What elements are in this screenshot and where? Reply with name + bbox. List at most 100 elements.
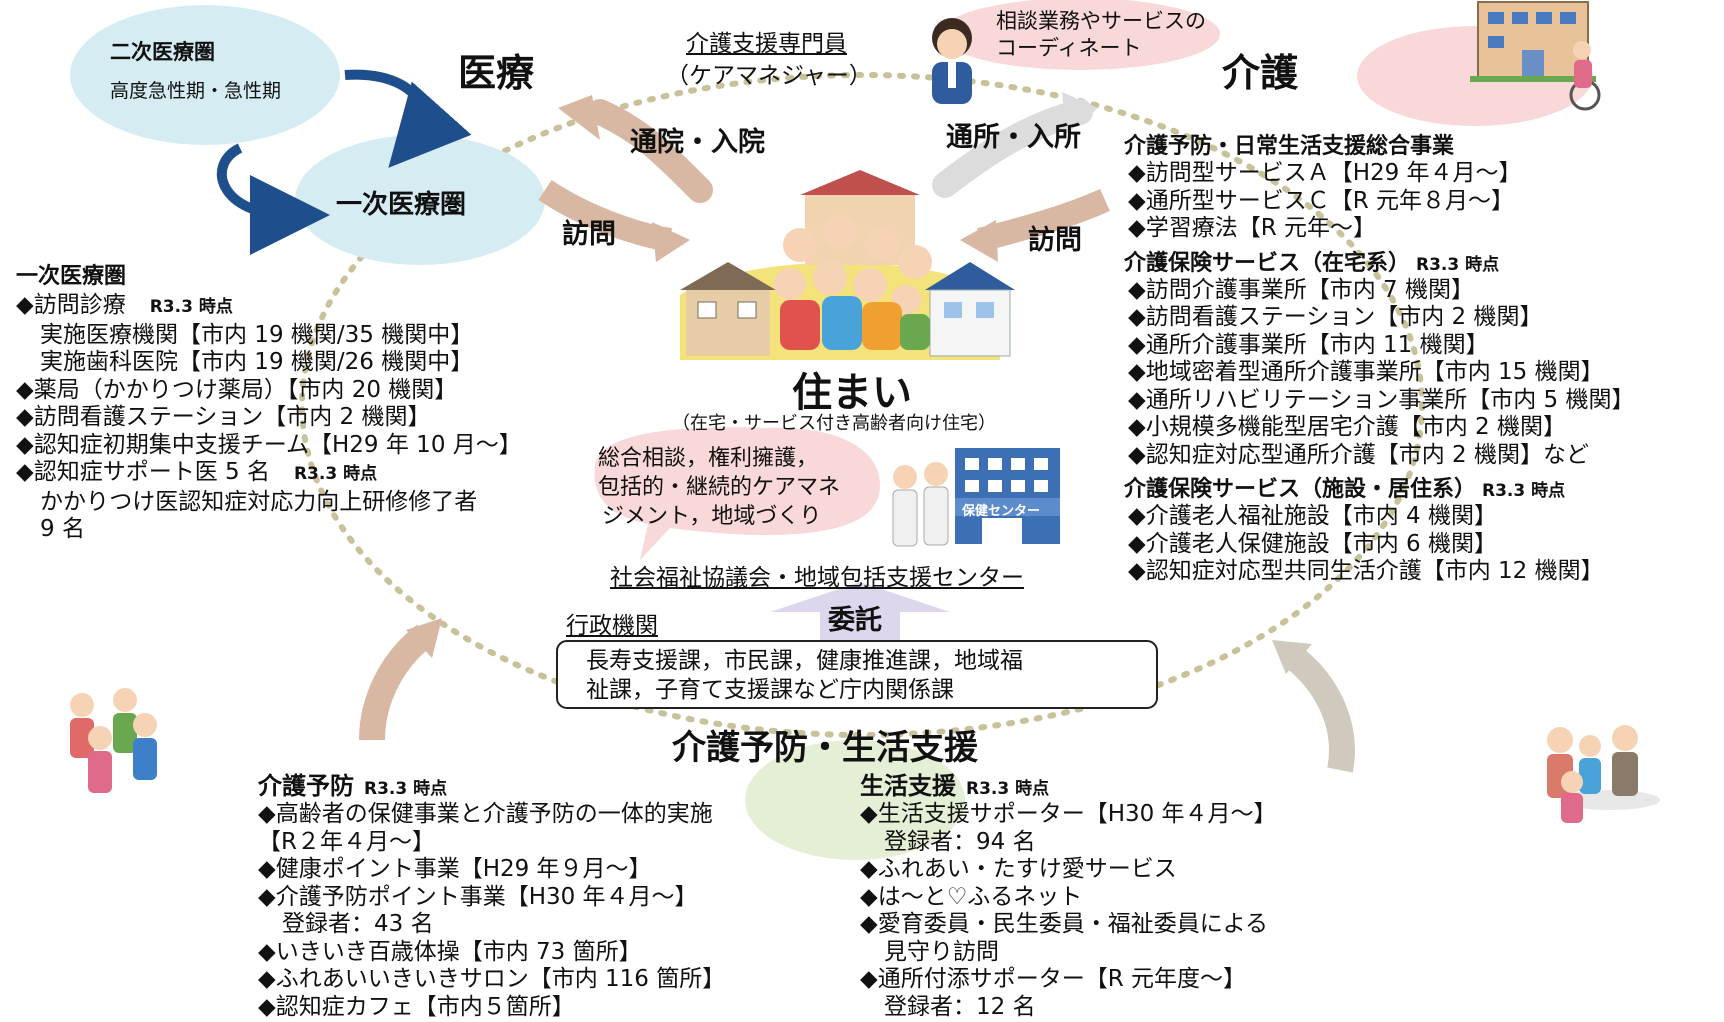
list-item: ◆訪問介護事業所【市内 7 機関】	[1128, 276, 1474, 303]
general-project-heading: 介護予防・日常生活支援総合事業	[1124, 134, 1455, 159]
health-center-building	[955, 448, 1060, 544]
secondary-zone-sub: 高度急性期・急性期	[110, 80, 282, 102]
as-of-tag: R3.3 時点	[1416, 254, 1500, 275]
list-item: ◆通所付添サポーター【R 元年度～】	[860, 966, 1246, 992]
support-title: 介護予防・生活支援	[672, 728, 978, 768]
list-item: ◆訪問看護ステーション【市内 2 機関】	[1128, 304, 1543, 330]
walking-seniors-illustration	[70, 688, 157, 793]
cycle-arrow-lower	[217, 143, 330, 255]
center-title: 住まい	[792, 370, 912, 416]
list-item: ◆は～と♡ふるネット	[860, 883, 1083, 910]
admin-box-text: 長寿支援課，市民課，健康推進課，地域福 祉課，子育て支援課など庁内関係課	[586, 648, 1023, 703]
list-item: ◆健康ポイント事業【H29 年９月～】	[258, 856, 652, 882]
home-services-list: ◆訪問介護事業所【市内 7 機関】 ◆訪問看護ステーション【市内 2 機関】 ◆…	[1128, 277, 1634, 470]
list-item: ◆認知症カフェ【市内５箇所】	[258, 993, 575, 1020]
admin-label: 行政機関	[566, 613, 658, 639]
list-item: 実施医療機関【市内 19 機関/35 機関中】	[40, 321, 474, 348]
arrow-day-service-shape	[932, 99, 1093, 198]
life-support-list: ◆生活支援サポーター【H30 年４月～】 登録者：94 名 ◆ふれあい・たすけ愛…	[860, 801, 1277, 1021]
health-center-staff	[892, 462, 949, 547]
primary-zone-title: 一次医療圏	[336, 190, 467, 220]
secondary-zone-ellipse	[70, 5, 340, 145]
entrust-label: 委託	[828, 605, 882, 636]
list-item: 9 名	[40, 516, 85, 542]
center-subtitle: （在宅・サービス付き高齢者向け住宅）	[672, 413, 996, 434]
list-item: 登録者：94 名	[884, 828, 1036, 855]
list-item: 見守り訪問	[884, 938, 999, 965]
list-item: ◆介護老人福祉施設【市内 4 機関】	[1128, 503, 1497, 529]
list-item: ◆愛育委員・民生委員・福祉委員による	[860, 911, 1268, 937]
arrow-hospital-shape	[587, 99, 713, 203]
general-project-list: ◆訪問型サービスＡ【H29 年４月～】 ◆通所型サービスＣ【R 元年８月～】 ◆…	[1128, 160, 1634, 243]
care-title: 介護	[1222, 51, 1299, 95]
medical-title: 医療	[458, 51, 535, 95]
list-item: ◆ふれあいいきいきサロン【市内 116 箇所】	[258, 966, 726, 992]
list-item: 実施歯科医院【市内 19 機関/26 機関中】	[40, 349, 474, 375]
list-item: ◆通所型サービスＣ【R 元年８月～】	[1128, 187, 1514, 214]
arrow-visit-right-label: 訪問	[1028, 225, 1082, 256]
medical-panel-heading: 一次医療圏	[16, 264, 127, 289]
list-item: ◆通所介護事業所【市内 11 機関】	[1128, 331, 1489, 358]
list-item: ◆介護予防ポイント事業【H30 年４月～】	[258, 883, 698, 910]
arrow-prevention-left-shape	[359, 624, 434, 741]
list-item: ◆認知症対応型通所介護【市内 2 機関】など	[1128, 441, 1589, 468]
prevention-list: ◆高齢者の保健事業と介護予防の一体的実施 【R２年４月～】 ◆健康ポイント事業【…	[258, 801, 725, 1021]
as-of-tag: R3.3 時点	[293, 464, 378, 484]
center-bubble-text: 総合相談，権利擁護， 包括的・継続的ケアマネ ジメント，地域づくり	[598, 446, 841, 529]
care-facility-building	[1470, 1, 1601, 111]
list-item: ◆いきいき百歳体操【市内 73 箇所】	[258, 938, 642, 965]
list-item: ◆介護老人保健施設【市内 6 機関】	[1128, 530, 1497, 557]
entrust-arrow-shape	[770, 582, 950, 640]
cycle-arrow-upper	[344, 69, 472, 168]
support-ellipse	[745, 740, 965, 860]
list-item: ◆学習療法【R 元年～】	[1128, 215, 1376, 241]
care-manager-title: 介護支援専門員	[686, 31, 847, 57]
list-item: ◆地域密着型通所介護事業所【市内 15 機関】	[1128, 359, 1604, 385]
list-item: ◆ふれあい・たすけ愛サービス	[860, 856, 1177, 882]
care-manager-figure	[932, 18, 972, 104]
as-of-tag: R3.3 時点	[1482, 481, 1566, 501]
home-services-heading: 介護保険サービス（在宅系）R3.3 時点	[1124, 250, 1500, 276]
list-item: ◆認知症対応型共同生活介護【市内 12 機関】	[1128, 558, 1604, 584]
secondary-zone-title: 二次医療圏	[110, 40, 215, 64]
care-services-panel: 介護予防・日常生活支援総合事業 ◆訪問型サービスＡ【H29 年４月～】 ◆通所型…	[1124, 128, 1634, 586]
list-item: ◆通所リハビリテーション事業所【市内 5 機関】	[1128, 386, 1635, 413]
list-item: ◆薬局（かかりつけ薬局）【市内 20 機関】	[16, 376, 458, 403]
list-item: ◆認知症初期集中支援チーム【H29 年 10 月～】	[16, 431, 522, 458]
as-of-tag: R3.3 時点	[966, 779, 1050, 799]
health-center-sign: 保健センター	[962, 504, 1041, 519]
list-item: ◆高齢者の保健事業と介護予防の一体的実施	[258, 801, 713, 827]
list-item: ◆生活支援サポーター【H30 年４月～】	[860, 801, 1277, 827]
care-manager-bubble-shape	[940, 0, 1220, 70]
center-bubble-shape	[594, 427, 880, 560]
arrow-visit-left-label: 訪問	[562, 219, 616, 250]
residents-illustration	[680, 170, 1015, 360]
care-manager-subtitle: （ケアマネジャー）	[666, 63, 872, 89]
arrow-hospital-label: 通院・入院	[630, 127, 765, 158]
facility-services-heading: 介護保険サービス（施設・居住系）R3.3 時点	[1124, 477, 1566, 502]
care-manager-bubble: 相談業務やサービスの コーディネート	[996, 9, 1206, 60]
list-item: 登録者：43 名	[282, 911, 434, 937]
list-item: ◆訪問型サービスＡ【H29 年４月～】	[1128, 160, 1522, 186]
list-item: かかりつけ医認知症対応力向上研修修了者	[40, 488, 478, 515]
list-item: 【R２年４月～】	[258, 828, 435, 855]
arrow-day-service-label: 通所・入所	[946, 122, 1081, 153]
arrow-prevention-right-shape	[1282, 644, 1355, 773]
list-item: ◆小規模多機能型居宅介護【市内 2 機関】	[1128, 414, 1566, 440]
primary-zone-ellipse	[295, 135, 545, 265]
as-of-tag: R3.3 時点	[149, 297, 233, 317]
admin-box-shape	[556, 640, 1158, 709]
list-item: 登録者：12 名	[884, 993, 1036, 1020]
salon-illustration	[1547, 725, 1660, 823]
as-of-tag: R3.3 時点	[364, 779, 448, 799]
list-item: ◆訪問看護ステーション【市内 2 機関】	[16, 404, 431, 430]
community-dotted-circle	[299, 72, 1425, 738]
